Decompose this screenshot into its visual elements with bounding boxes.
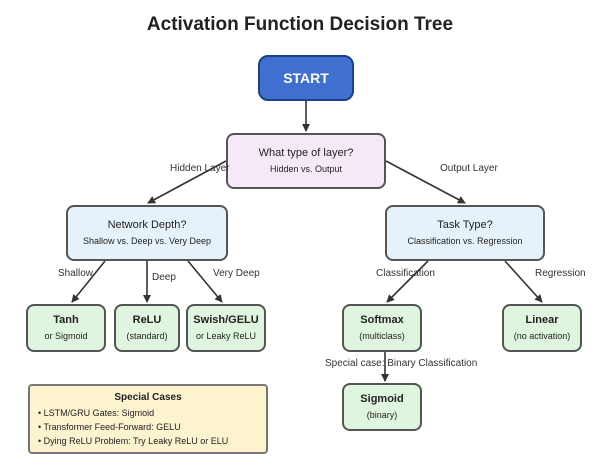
- special-case-item: • Transformer Feed-Forward: GELU: [38, 422, 181, 432]
- edge-label-binary-classification: Special case: Binary Classification: [325, 358, 478, 369]
- linear-label: Linear: [525, 314, 559, 326]
- network-depth-detail: Shallow vs. Deep vs. Very Deep: [82, 236, 212, 246]
- sigmoid-result-node: Sigmoid (binary): [342, 383, 422, 431]
- edge-label-classification: Classification: [376, 268, 435, 279]
- diagram-title: Activation Function Decision Tree: [146, 14, 454, 35]
- edge-label-shallow: Shallow: [58, 268, 94, 279]
- edge-task-to-linear: [504, 260, 543, 303]
- edge-label-output-layer: Output Layer: [440, 163, 498, 174]
- swish-detail: or Leaky ReLU: [195, 331, 257, 341]
- task-type-label: Task Type?: [437, 219, 493, 231]
- softmax-label: Softmax: [360, 314, 404, 326]
- relu-detail: (standard): [126, 331, 168, 341]
- tanh-detail: or Sigmoid: [44, 331, 88, 341]
- edge-label-regression: Regression: [535, 268, 586, 279]
- special-cases-box: Special Cases • LSTM/GRU Gates: Sigmoid …: [28, 384, 268, 454]
- linear-detail: (no activation): [513, 331, 571, 341]
- edge-label-hidden-layer: Hidden Layer: [170, 163, 230, 174]
- layer-type-question-label: What type of layer?: [258, 147, 354, 159]
- sigmoid-detail: (binary): [366, 410, 398, 420]
- edge-depth-to-swish: [187, 260, 223, 303]
- swish-label: Swish/GELU: [193, 314, 259, 326]
- special-case-item: • Dying ReLU Problem: Try Leaky ReLU or …: [38, 436, 229, 446]
- task-type-detail: Classification vs. Regression: [407, 236, 523, 246]
- special-cases-title: Special Cases: [114, 392, 182, 403]
- layer-type-question-node: What type of layer? Hidden vs. Output: [226, 133, 386, 189]
- softmax-result-node: Softmax (multiclass): [342, 304, 422, 352]
- edge-question-to-task: [385, 160, 466, 204]
- relu-result-node: ReLU (standard): [114, 304, 180, 352]
- swish-result-node: Swish/GELU or Leaky ReLU: [186, 304, 266, 352]
- edge-label-deep: Deep: [152, 272, 176, 283]
- network-depth-node: Network Depth? Shallow vs. Deep vs. Very…: [66, 205, 228, 261]
- edge-task-to-softmax: [386, 260, 429, 303]
- network-depth-label: Network Depth?: [107, 219, 187, 231]
- tanh-label: Tanh: [53, 314, 79, 326]
- task-type-node: Task Type? Classification vs. Regression: [385, 205, 545, 261]
- start-node: START: [258, 55, 354, 101]
- linear-result-node: Linear (no activation): [502, 304, 582, 352]
- tanh-result-node: Tanh or Sigmoid: [26, 304, 106, 352]
- softmax-detail: (multiclass): [359, 331, 405, 341]
- edge-depth-to-tanh: [71, 260, 106, 303]
- edge-label-very-deep: Very Deep: [213, 268, 260, 279]
- relu-label: ReLU: [132, 314, 162, 326]
- sigmoid-label: Sigmoid: [360, 393, 404, 405]
- special-case-item: • LSTM/GRU Gates: Sigmoid: [38, 408, 155, 418]
- start-label: START: [283, 70, 329, 86]
- edge-question-to-depth: [147, 160, 227, 204]
- layer-type-question-detail: Hidden vs. Output: [269, 164, 343, 174]
